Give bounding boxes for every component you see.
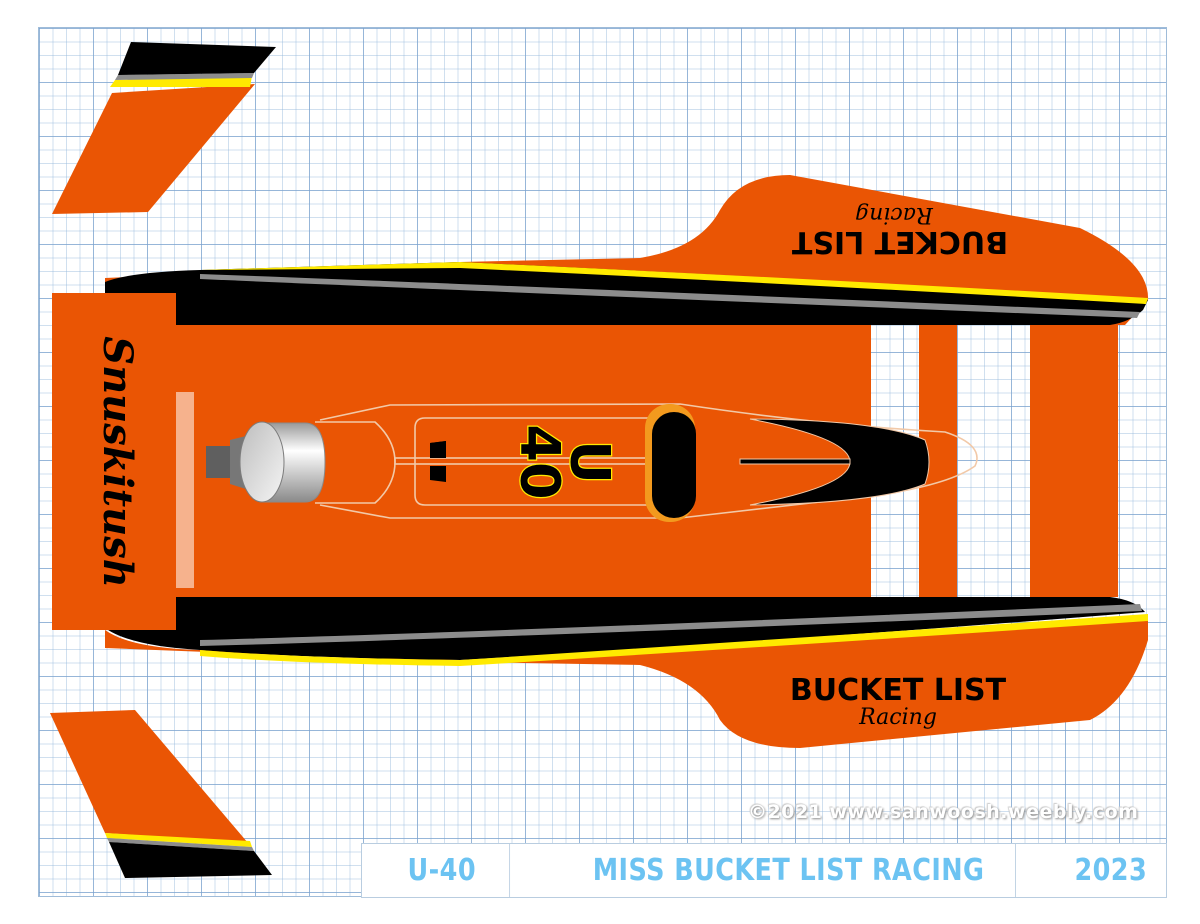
boat-number: U-40 bbox=[374, 844, 511, 897]
top-sponson-script: Racing bbox=[855, 202, 934, 227]
cockpit-canopy bbox=[645, 404, 696, 522]
boat-name: MISS BUCKET LIST RACING bbox=[562, 844, 1017, 897]
bottom-sponson-brand: BUCKET LIST bbox=[790, 673, 1007, 708]
bottom-sponson-lettering: BUCKET LIST Racing bbox=[790, 673, 1007, 730]
turbine-exhaust-icon bbox=[206, 421, 326, 503]
top-sponson-lettering: BUCKET LIST Racing bbox=[791, 202, 1008, 259]
deck-number-digits: 40 bbox=[508, 424, 571, 499]
copyright-watermark: ©2021 www.sanwoosh.weebly.com bbox=[748, 801, 1139, 823]
deck-number-letter: U bbox=[558, 440, 621, 484]
intake-vents bbox=[430, 441, 446, 482]
hull-struts bbox=[855, 325, 1118, 597]
top-sponson bbox=[105, 175, 1149, 325]
bottom-sponson bbox=[105, 597, 1148, 748]
top-sponson-brand: BUCKET LIST bbox=[791, 224, 1008, 259]
deck-number: U 40 bbox=[507, 423, 623, 501]
lower-tail-fin bbox=[50, 710, 272, 878]
forward-nose bbox=[739, 418, 930, 506]
title-block: U-40 MISS BUCKET LIST RACING 2023 bbox=[361, 843, 1167, 898]
tail-sponsor-text: Snuskitush bbox=[94, 336, 141, 588]
transom-panel bbox=[52, 293, 176, 630]
bottom-sponson-script: Racing bbox=[858, 705, 937, 730]
boat-year: 2023 bbox=[1074, 853, 1148, 888]
upper-tail-fin bbox=[52, 42, 276, 214]
